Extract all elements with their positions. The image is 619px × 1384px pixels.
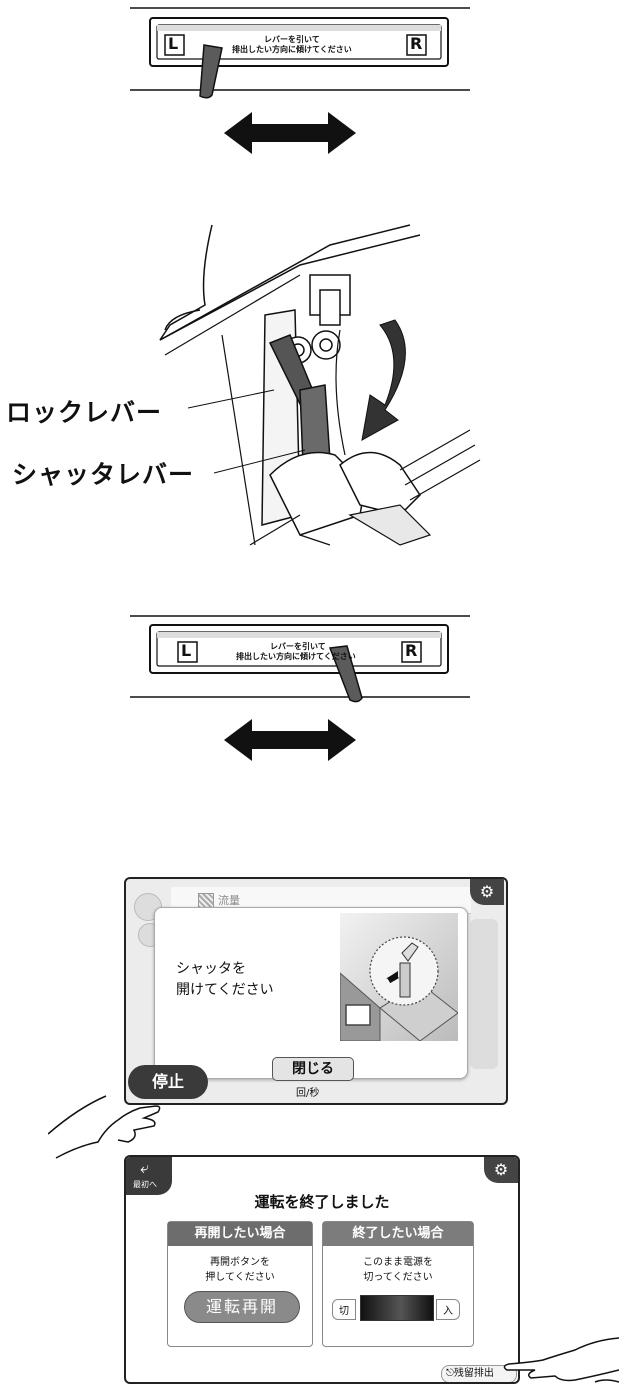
unit-label: 回/秒: [296, 1088, 320, 1099]
lever-instruction-line1-2: レバーを引いて: [270, 642, 326, 651]
dialog-message-line1: シャッタを: [176, 961, 246, 977]
stop-button[interactable]: 停止: [128, 1065, 208, 1099]
lever-instruction-line1: レバーを引いて: [264, 35, 320, 44]
hand-pointer-icon-2: [503, 1337, 619, 1383]
back-to-start-button[interactable]: [126, 1157, 172, 1195]
side-panel-decor: [470, 919, 498, 1069]
lever-instruction-line2-2: 排出したい方向に傾けてください: [236, 652, 356, 661]
back-label: 最初へ: [133, 1180, 157, 1189]
background-tab-label: 流量: [218, 894, 240, 907]
resume-panel-line1: 再開ボタンを: [210, 1257, 270, 1268]
back-arrow-icon: ⤶: [140, 1158, 149, 1177]
resume-panel: 再開したい場合 再開ボタンを 押してください: [167, 1221, 313, 1347]
lever-panel-drawing-2: [130, 615, 470, 761]
lever-panel-figure-top: L R レバーを引いて 排出したい方向に傾けてください: [0, 0, 619, 170]
purge-label: 残留排出: [453, 1368, 494, 1379]
finish-panel: 終了したい場合 このまま電源を 切ってください: [322, 1221, 474, 1347]
lever-instruction-line2: 排出したい方向に傾けてください: [232, 45, 352, 54]
lever-label-right-2: R: [405, 641, 418, 660]
lever-panel-figure-bottom: L R レバーを引いて 排出したい方向に傾けてください: [0, 600, 619, 780]
lever-label-left: L: [168, 34, 179, 53]
lever-label-left-2: L: [181, 641, 192, 660]
finish-panel-line1: このまま電源を: [363, 1257, 433, 1268]
finish-panel-line2: 切ってください: [363, 1272, 433, 1283]
mechanism-drawing: [159, 224, 481, 546]
double-arrow-icon-2: [224, 719, 356, 761]
screen-title: 運転を終了しました: [254, 1193, 390, 1211]
power-off-label: 切: [332, 1299, 356, 1320]
callout-lock-lever: ロックレバー: [6, 398, 163, 427]
power-switch[interactable]: [360, 1295, 434, 1321]
lever-panel-drawing: [130, 7, 470, 154]
residual-purge-button[interactable]: ⎋残留排出: [441, 1365, 517, 1382]
export-icon: ⎋: [446, 1368, 454, 1379]
callout-shutter-lever: シャッタレバー: [12, 460, 195, 489]
shutter-mechanism-figure: ロックレバー シャッタレバー: [0, 215, 619, 555]
finish-panel-header: 終了したい場合: [323, 1222, 473, 1246]
shutter-illustration: [340, 913, 458, 1041]
resume-panel-line2: 押してください: [205, 1272, 275, 1283]
resume-panel-header: 再開したい場合: [168, 1222, 312, 1246]
resume-operation-button[interactable]: 運転再開: [184, 1291, 300, 1323]
hand-pointer-icon: [48, 1095, 161, 1159]
close-button[interactable]: 閉じる: [272, 1057, 354, 1081]
touch-screen-operation-ended: ⤶ 最初へ ⚙ 運転を終了しました 再開したい場合 再開ボタンを 押してください…: [124, 1155, 520, 1384]
lever-label-right: R: [410, 34, 423, 53]
gear-icon-2[interactable]: ⚙: [484, 1157, 518, 1183]
dialog-message-line2: 開けてください: [176, 982, 274, 998]
power-on-label: 入: [436, 1299, 460, 1320]
double-arrow-icon: [224, 112, 356, 154]
gear-icon[interactable]: ⚙: [470, 879, 504, 905]
touch-screen-shutter-dialog: 流量 ⚙ シャッタを 開けてください 閉じる 停止 回/秒: [124, 877, 508, 1105]
